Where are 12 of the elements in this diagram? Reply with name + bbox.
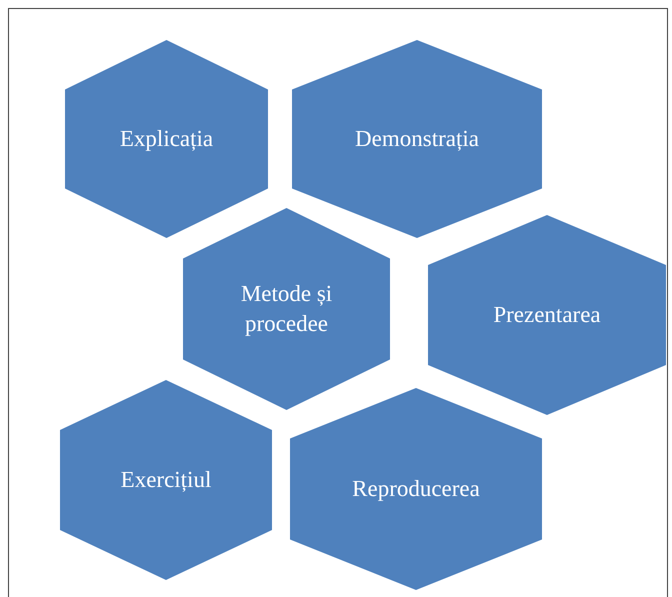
node-label: Explicația: [120, 125, 214, 153]
node-label: Prezentarea: [493, 301, 601, 329]
hexagon-node: [60, 380, 272, 580]
node-label: Metode și procedee: [240, 280, 334, 338]
hexagon-node: [428, 215, 666, 415]
node-label: Reproducerea: [352, 475, 480, 503]
hexagon-node: [290, 388, 542, 590]
node-label: Demonstrația: [355, 125, 479, 153]
hexagon-node: [292, 40, 542, 238]
hexagon-node: [183, 208, 390, 410]
node-label: Exercițiul: [120, 466, 212, 494]
hexagon-node: [65, 40, 268, 238]
